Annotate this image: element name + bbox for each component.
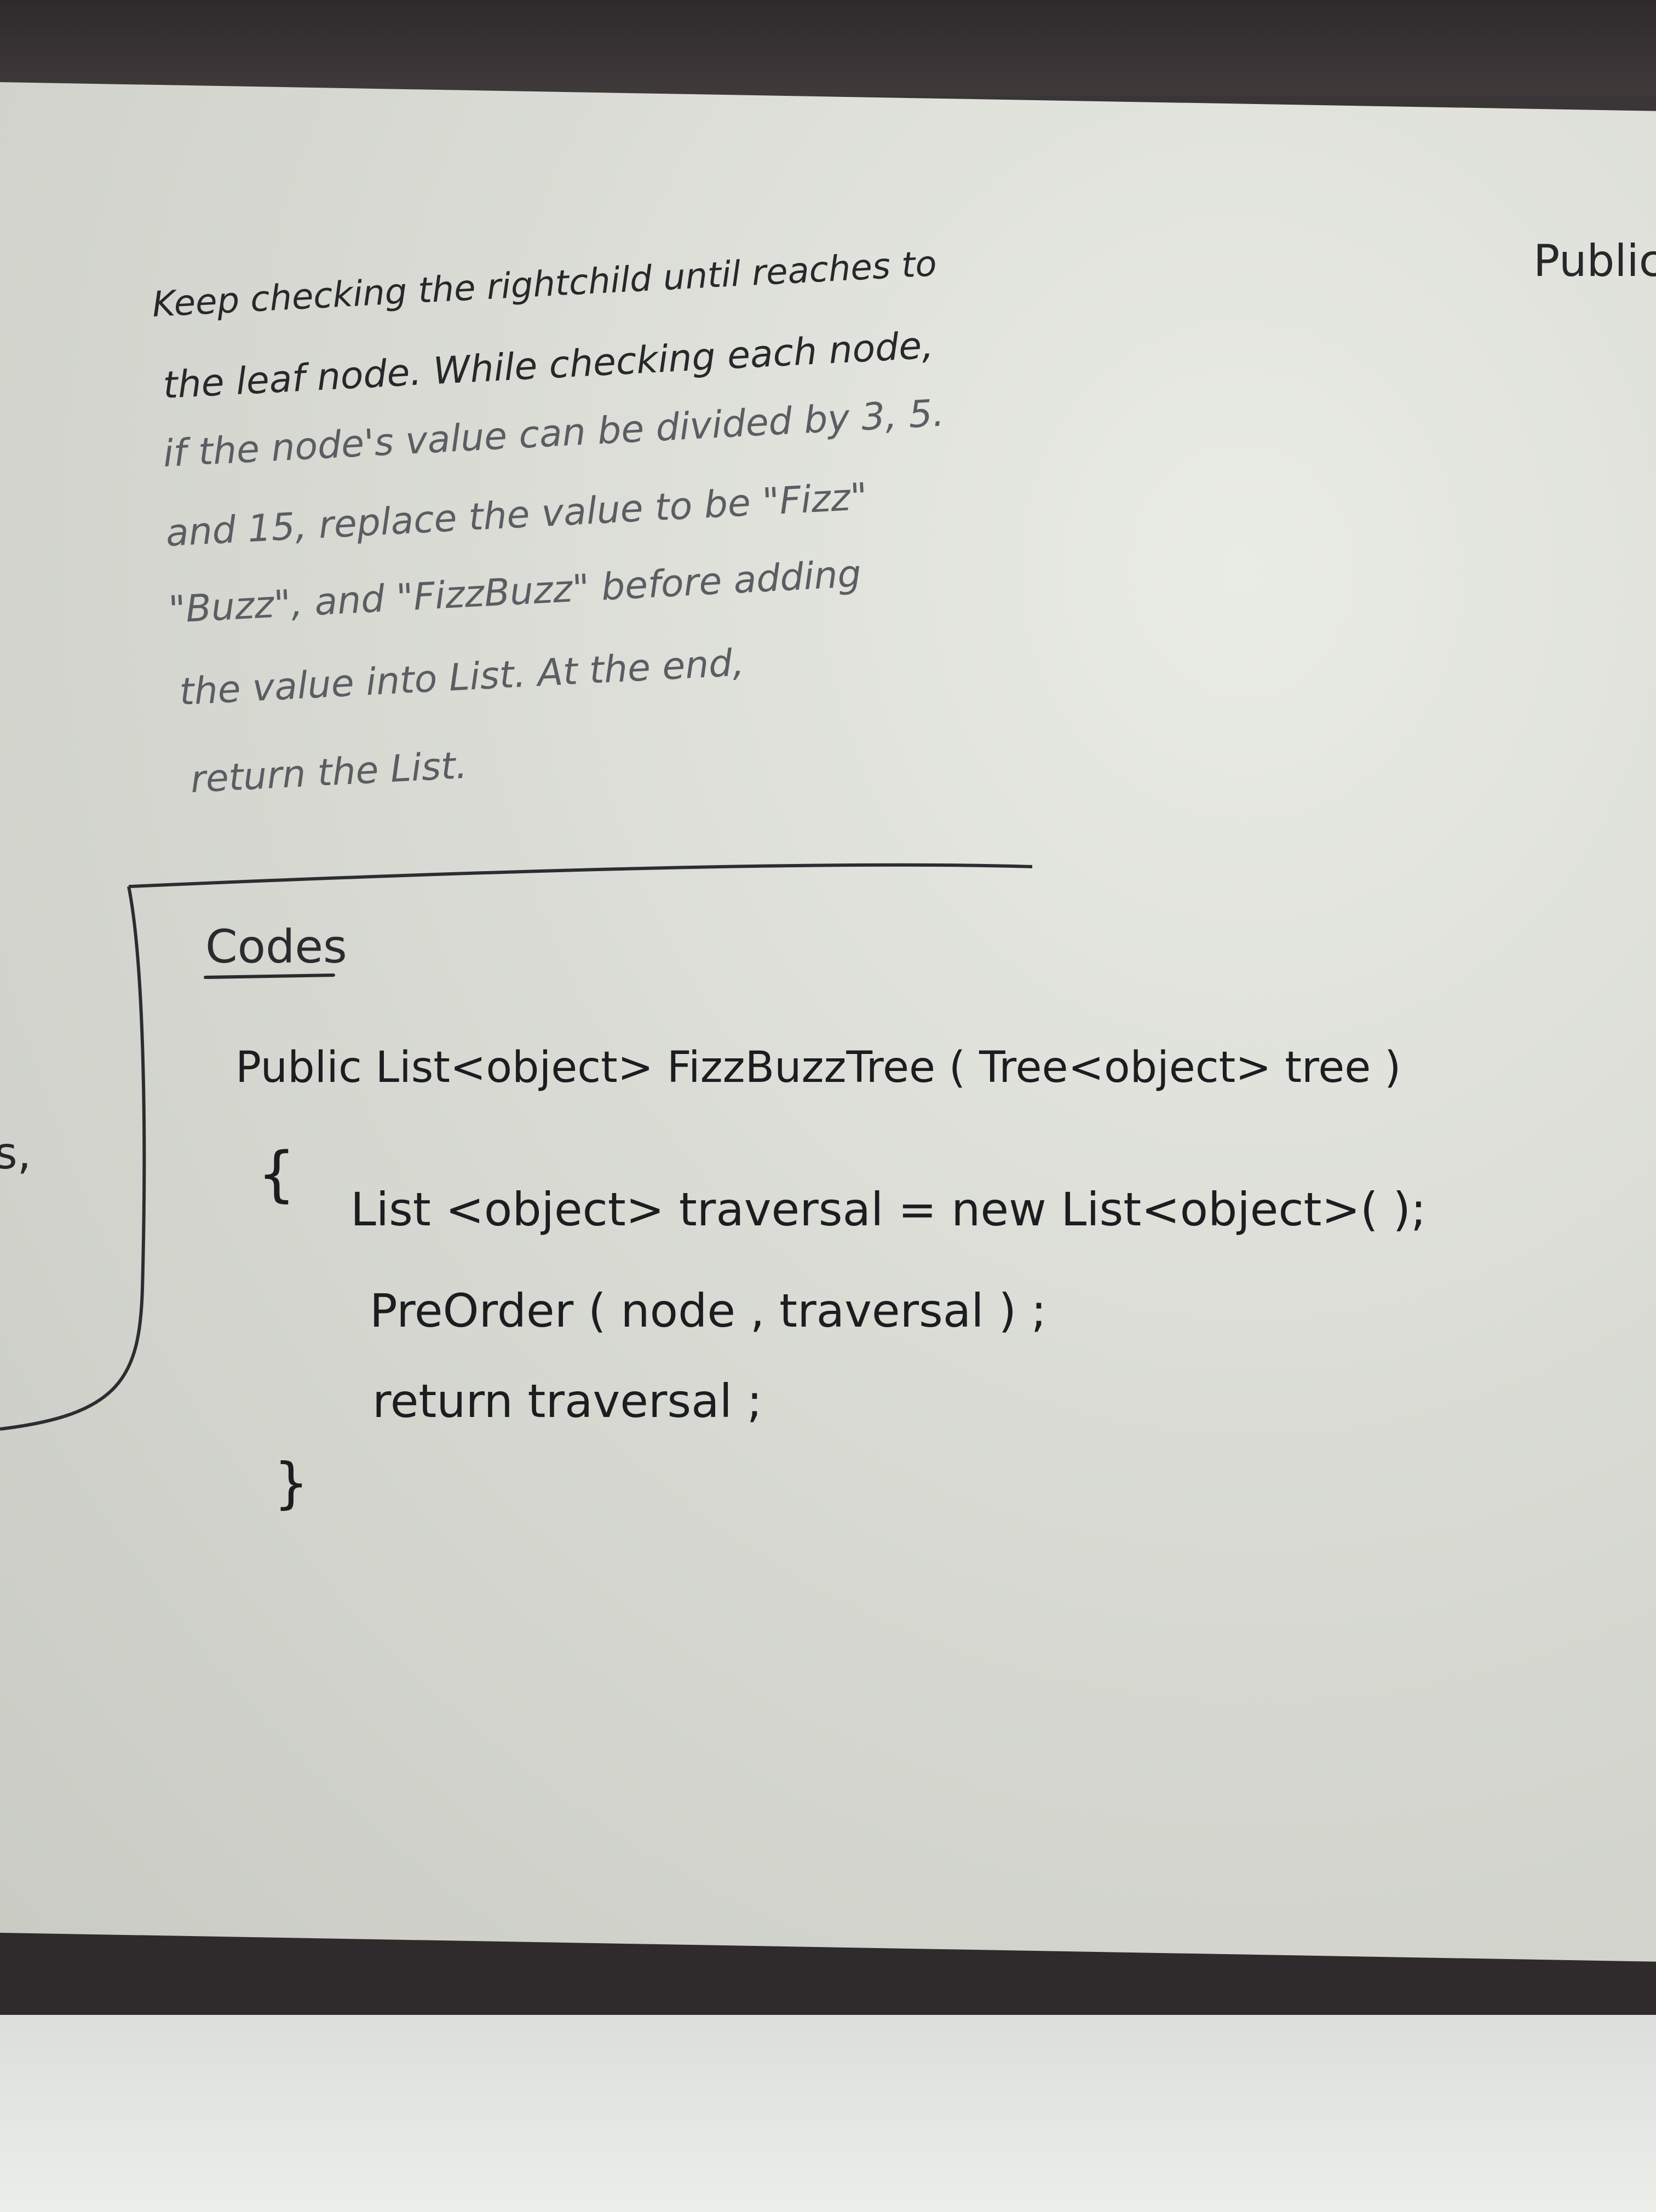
code-return-statement: return traversal ;: [372, 1374, 762, 1428]
code-traversal-declaration: List <object> traversal = new List<objec…: [350, 1183, 1427, 1236]
code-preorder-call: PreOrder ( node , traversal ) ;: [370, 1284, 1047, 1338]
whiteboard-top-frame: [0, 0, 1656, 96]
code-signature-line: Public List<object> FizzBuzzTree ( Tree<…: [235, 1043, 1401, 1092]
section-divider-line: [128, 863, 1033, 889]
corner-text: Public: [1533, 235, 1656, 286]
left-bracket-line: [0, 886, 146, 1431]
whiteboard: [0, 82, 1656, 1978]
codes-heading: Codes: [205, 920, 347, 973]
marker-strokes: [0, 863, 1033, 1431]
code-close-brace: }: [274, 1451, 309, 1515]
code-open-brace: {: [257, 1139, 296, 1209]
edge-text: s,: [0, 1128, 32, 1179]
wall: [0, 2015, 1656, 2212]
